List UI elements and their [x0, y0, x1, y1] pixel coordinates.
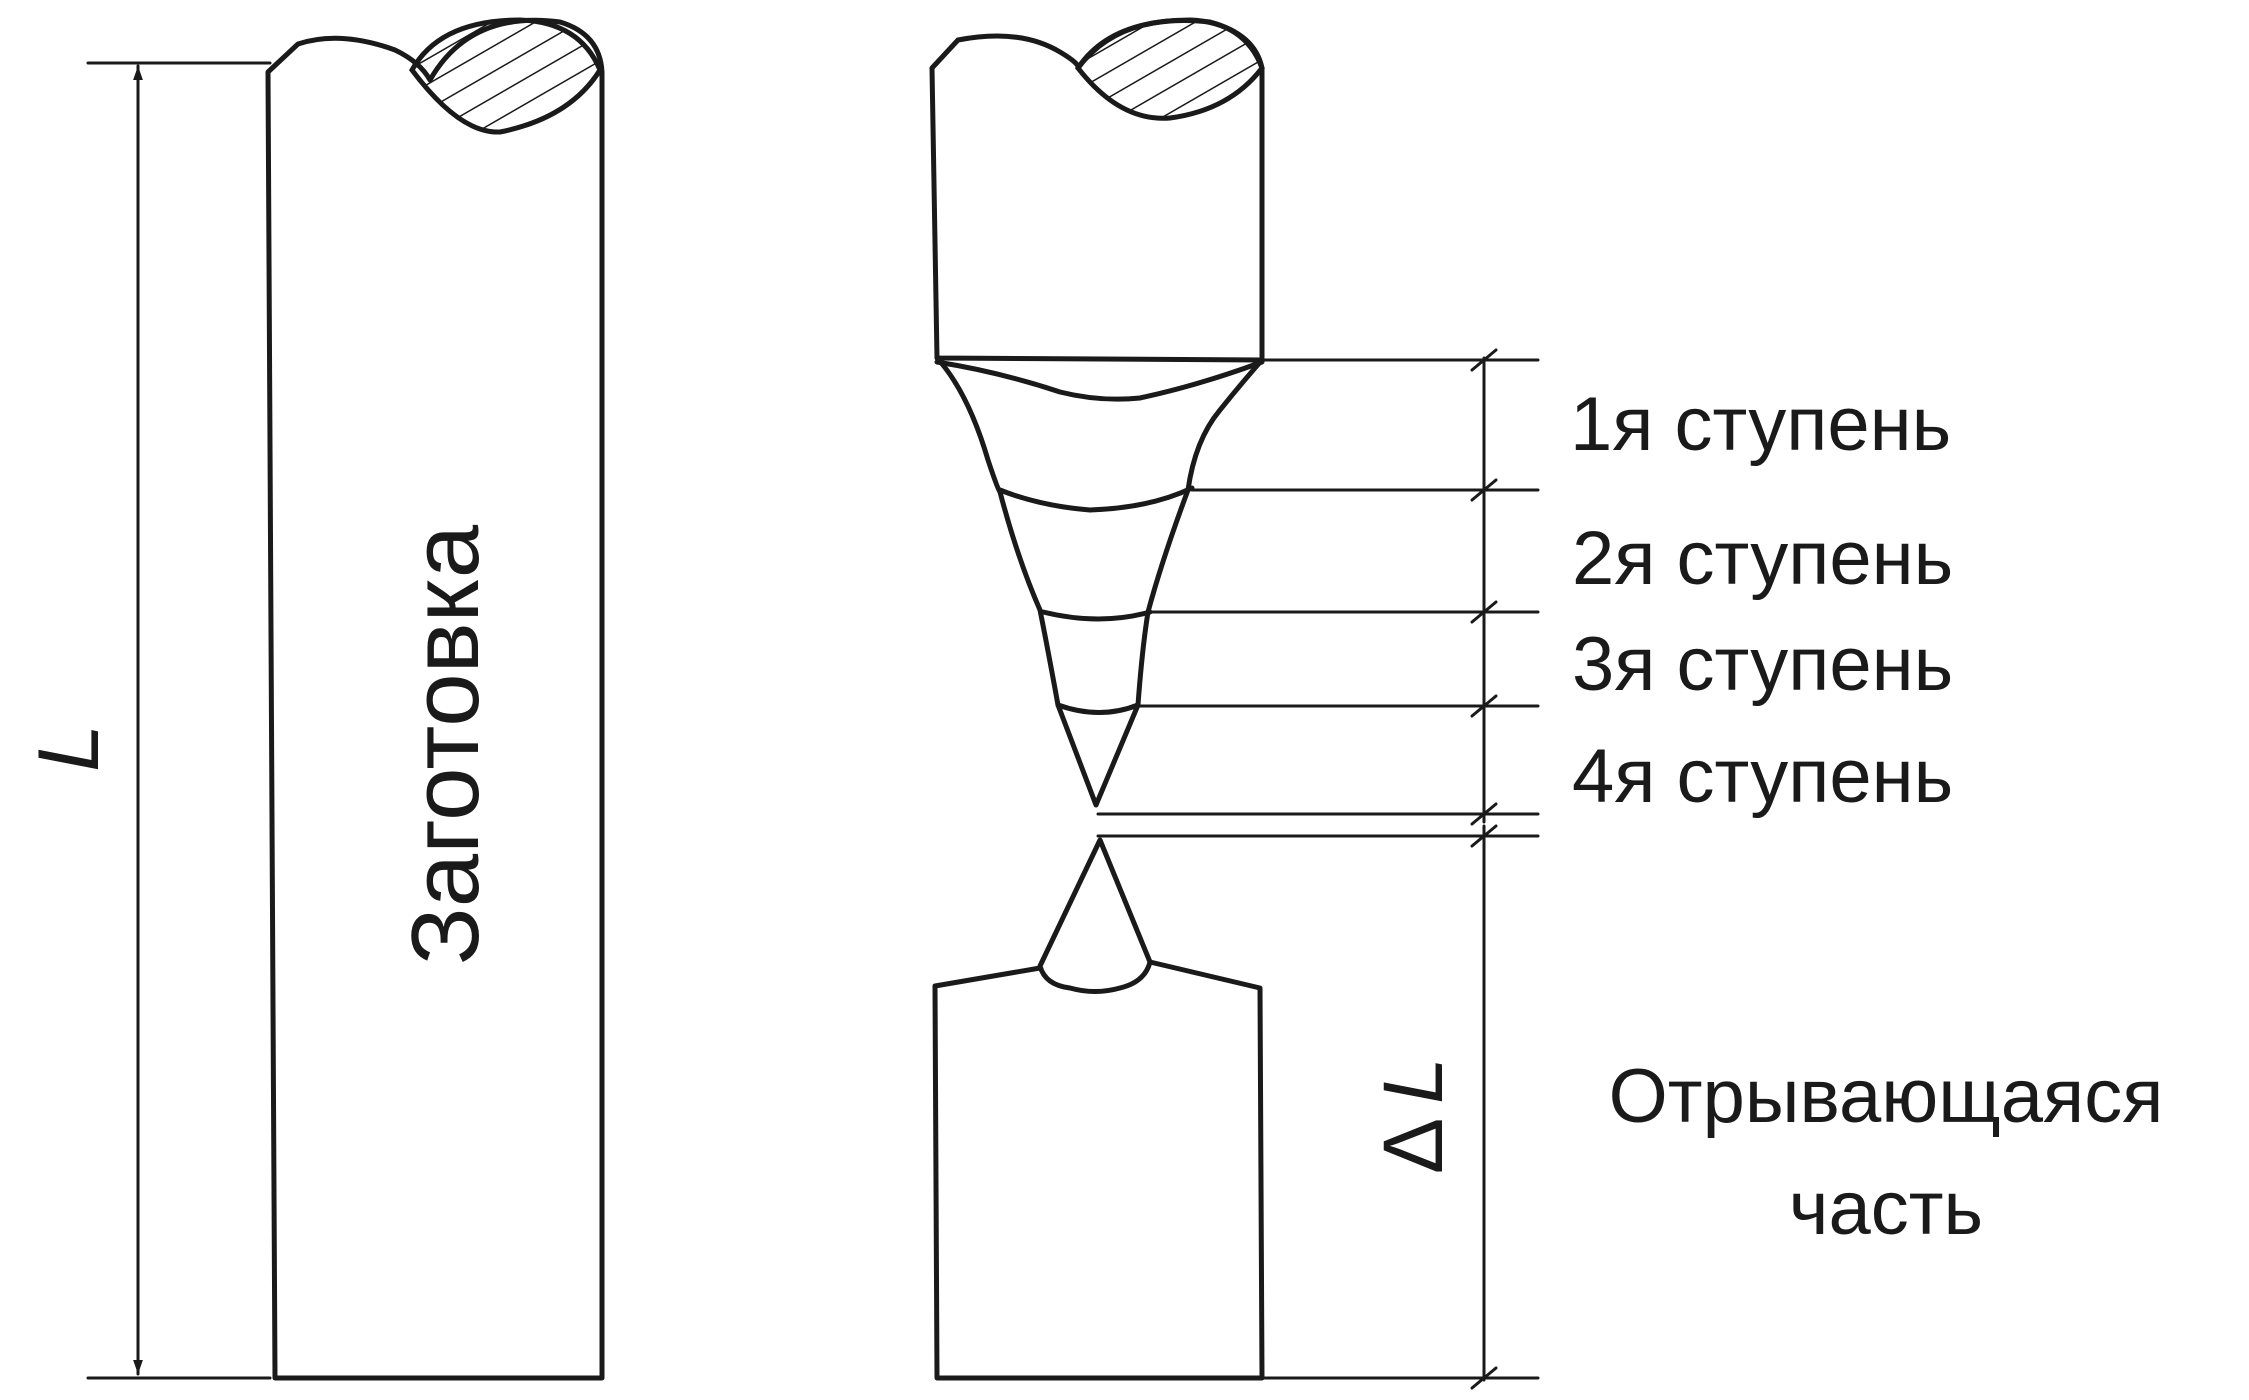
- lower-breakaway-part: [932, 837, 1265, 1381]
- step-dimension-lines: [1096, 348, 1540, 1390]
- length-dimension: [86, 61, 272, 1380]
- tick-mark: [1470, 348, 1498, 372]
- workpiece-label: Заготовка: [392, 524, 499, 965]
- tick-mark: [1470, 694, 1498, 718]
- tick-mark: [1470, 1366, 1498, 1390]
- step-4-label: 4я ступень: [1572, 734, 1953, 819]
- tick-mark: [1470, 824, 1498, 848]
- upper-part: [929, 17, 1265, 808]
- tick-mark: [1470, 478, 1498, 502]
- upper-cross-section-hatch: [1074, 17, 1265, 121]
- workpiece-cross-section-hatch: [409, 17, 603, 135]
- delta-length-symbol: Δ L: [1366, 1057, 1460, 1174]
- step-3-label: 3я ступень: [1572, 622, 1953, 707]
- delta-length-letter: L: [1366, 1057, 1460, 1104]
- tick-mark: [1470, 802, 1498, 826]
- breakaway-label-line1: Отрывающаяся: [1609, 1054, 2164, 1139]
- step-boundary-3: [1040, 609, 1153, 622]
- step-boundary-1: [934, 359, 1265, 402]
- step-2-label: 2я ступень: [1572, 516, 1953, 601]
- tick-mark: [1470, 600, 1498, 624]
- step-1-label: 1я ступень: [1570, 382, 1951, 467]
- length-symbol: L: [21, 724, 117, 772]
- delta-symbol: Δ: [1366, 1118, 1460, 1174]
- breakaway-label-line2: часть: [1789, 1166, 1983, 1251]
- step-boundary-4: [1055, 702, 1141, 715]
- step-boundary-2: [997, 485, 1195, 513]
